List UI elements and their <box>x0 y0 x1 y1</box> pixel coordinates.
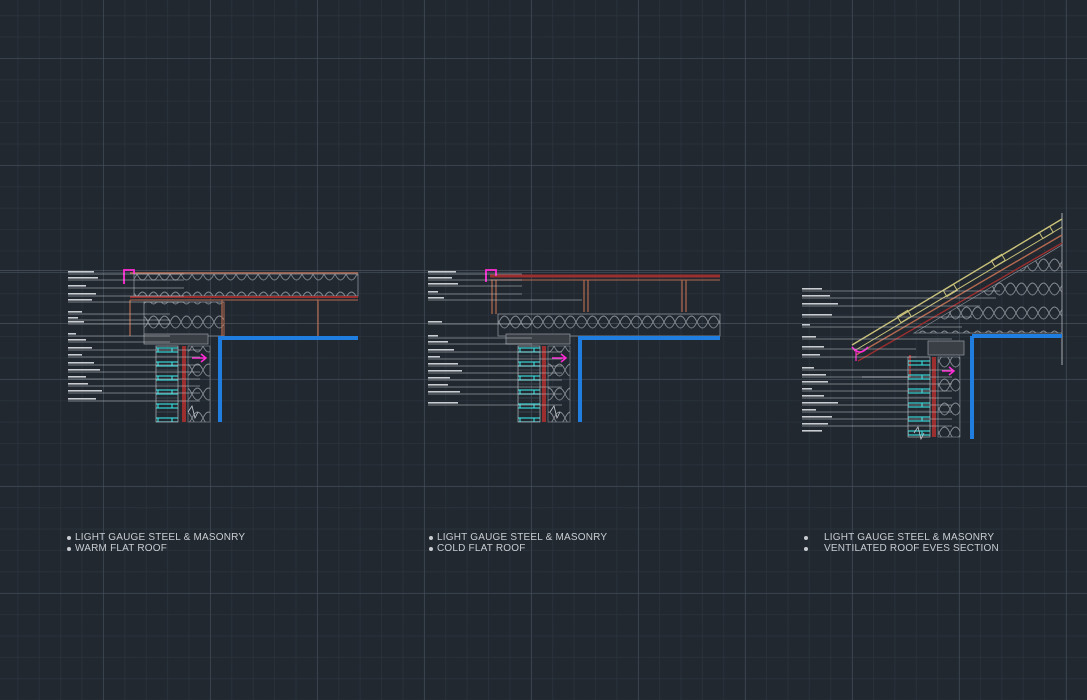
bullet-icon <box>804 535 808 540</box>
bullet-icon <box>804 546 808 551</box>
warm-flat-roof-detail[interactable] <box>60 262 370 432</box>
ventilated-roof-eves-detail[interactable] <box>796 205 1076 450</box>
caption-line-2: WARM FLAT ROOF <box>75 543 168 554</box>
caption-line-1: LIGHT GAUGE STEEL & MASONRY <box>437 532 608 543</box>
cold-flat-roof-detail[interactable] <box>422 262 732 432</box>
horizontal-axis-line <box>0 270 1087 271</box>
caption-ventilated-roof-eves: LIGHT GAUGE STEEL & MASONRY VENTILATED R… <box>804 532 999 554</box>
caption-line-1: LIGHT GAUGE STEEL & MASONRY <box>824 532 995 543</box>
bullet-icon <box>67 535 71 540</box>
caption-line-1: LIGHT GAUGE STEEL & MASONRY <box>75 532 246 543</box>
caption-line-2: VENTILATED ROOF EVES SECTION <box>824 543 999 554</box>
bullet-icon <box>429 546 433 551</box>
bullet-icon <box>67 546 71 551</box>
caption-line-2: COLD FLAT ROOF <box>437 543 526 554</box>
bullet-icon <box>429 535 433 540</box>
caption-cold-flat-roof: LIGHT GAUGE STEEL & MASONRY COLD FLAT RO… <box>429 532 607 554</box>
caption-warm-flat-roof: LIGHT GAUGE STEEL & MASONRY WARM FLAT RO… <box>67 532 245 554</box>
